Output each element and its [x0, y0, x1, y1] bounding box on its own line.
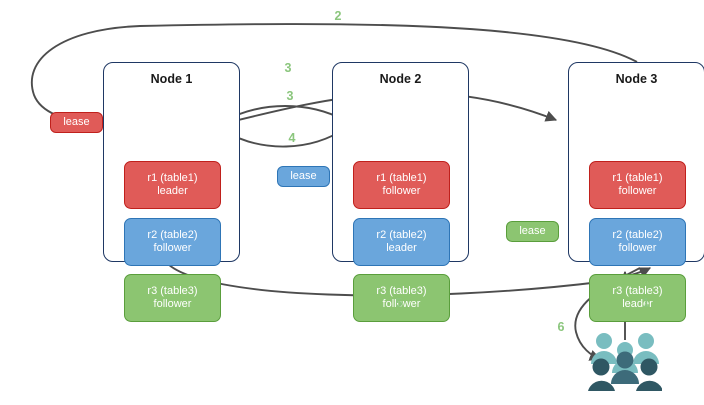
replica-r3-node2[interactable]: r3 (table3) follower: [353, 274, 450, 322]
lease-badge-red[interactable]: lease: [50, 112, 103, 133]
replica-r2-node3[interactable]: r2 (table2) follower: [589, 218, 686, 266]
lease-badge-blue[interactable]: lease: [277, 166, 330, 187]
replica-name: r2 (table2): [147, 228, 198, 241]
replica-role: leader: [386, 242, 417, 254]
replica-r1-node2[interactable]: r1 (table1) follower: [353, 161, 450, 209]
edge-label-5: 5: [395, 296, 403, 310]
replica-role: follower: [153, 298, 192, 310]
replica-role: leader: [622, 298, 653, 310]
node-title: Node 1: [150, 72, 193, 86]
replica-name: r3 (table3): [147, 284, 198, 297]
replica-name: r1 (table1): [147, 171, 198, 184]
replica-name: r3 (table3): [376, 284, 427, 297]
edge-label-1: 1: [642, 296, 650, 310]
replica-r3-node3[interactable]: r3 (table3) leader: [589, 274, 686, 322]
node-box-2[interactable]: Node 2 r1 (table1) follower r2 (table2) …: [332, 62, 469, 322]
replica-r1-node1[interactable]: r1 (table1) leader: [124, 161, 221, 209]
edge-label-6: 6: [557, 320, 565, 334]
replica-name: r1 (table1): [612, 171, 663, 184]
node-box-1[interactable]: Node 1 r1 (table1) leader r2 (table2) fo…: [103, 62, 240, 322]
node-title: Node 2: [379, 72, 422, 86]
replica-r1-node3[interactable]: r1 (table1) follower: [589, 161, 686, 209]
node-title: Node 3: [615, 72, 658, 86]
replica-name: r2 (table2): [612, 228, 663, 241]
replica-role: leader: [157, 185, 188, 197]
edge-label-3-upper: 3: [284, 61, 292, 75]
edge-label-3-lower: 3: [286, 89, 294, 103]
edge-3-node1-to-node2: [221, 105, 346, 123]
node-box-3[interactable]: Node 3 r1 (table1) follower r2 (table2) …: [568, 62, 704, 322]
users-icon: [588, 333, 662, 391]
replica-role: follower: [618, 185, 657, 197]
replica-r2-node1[interactable]: r2 (table2) follower: [124, 218, 221, 266]
replica-r3-node1[interactable]: r3 (table3) follower: [124, 274, 221, 322]
replica-role: follower: [618, 242, 657, 254]
replica-role: follower: [382, 185, 421, 197]
replica-role: follower: [153, 242, 192, 254]
edge-label-4: 4: [288, 131, 296, 145]
edge-label-2: 2: [334, 9, 342, 23]
replica-r2-node2[interactable]: r2 (table2) leader: [353, 218, 450, 266]
replica-name: r2 (table2): [376, 228, 427, 241]
lease-badge-green[interactable]: lease: [506, 221, 559, 242]
replica-name: r3 (table3): [612, 284, 663, 297]
replica-name: r1 (table1): [376, 171, 427, 184]
replica-role: follower: [382, 298, 421, 310]
